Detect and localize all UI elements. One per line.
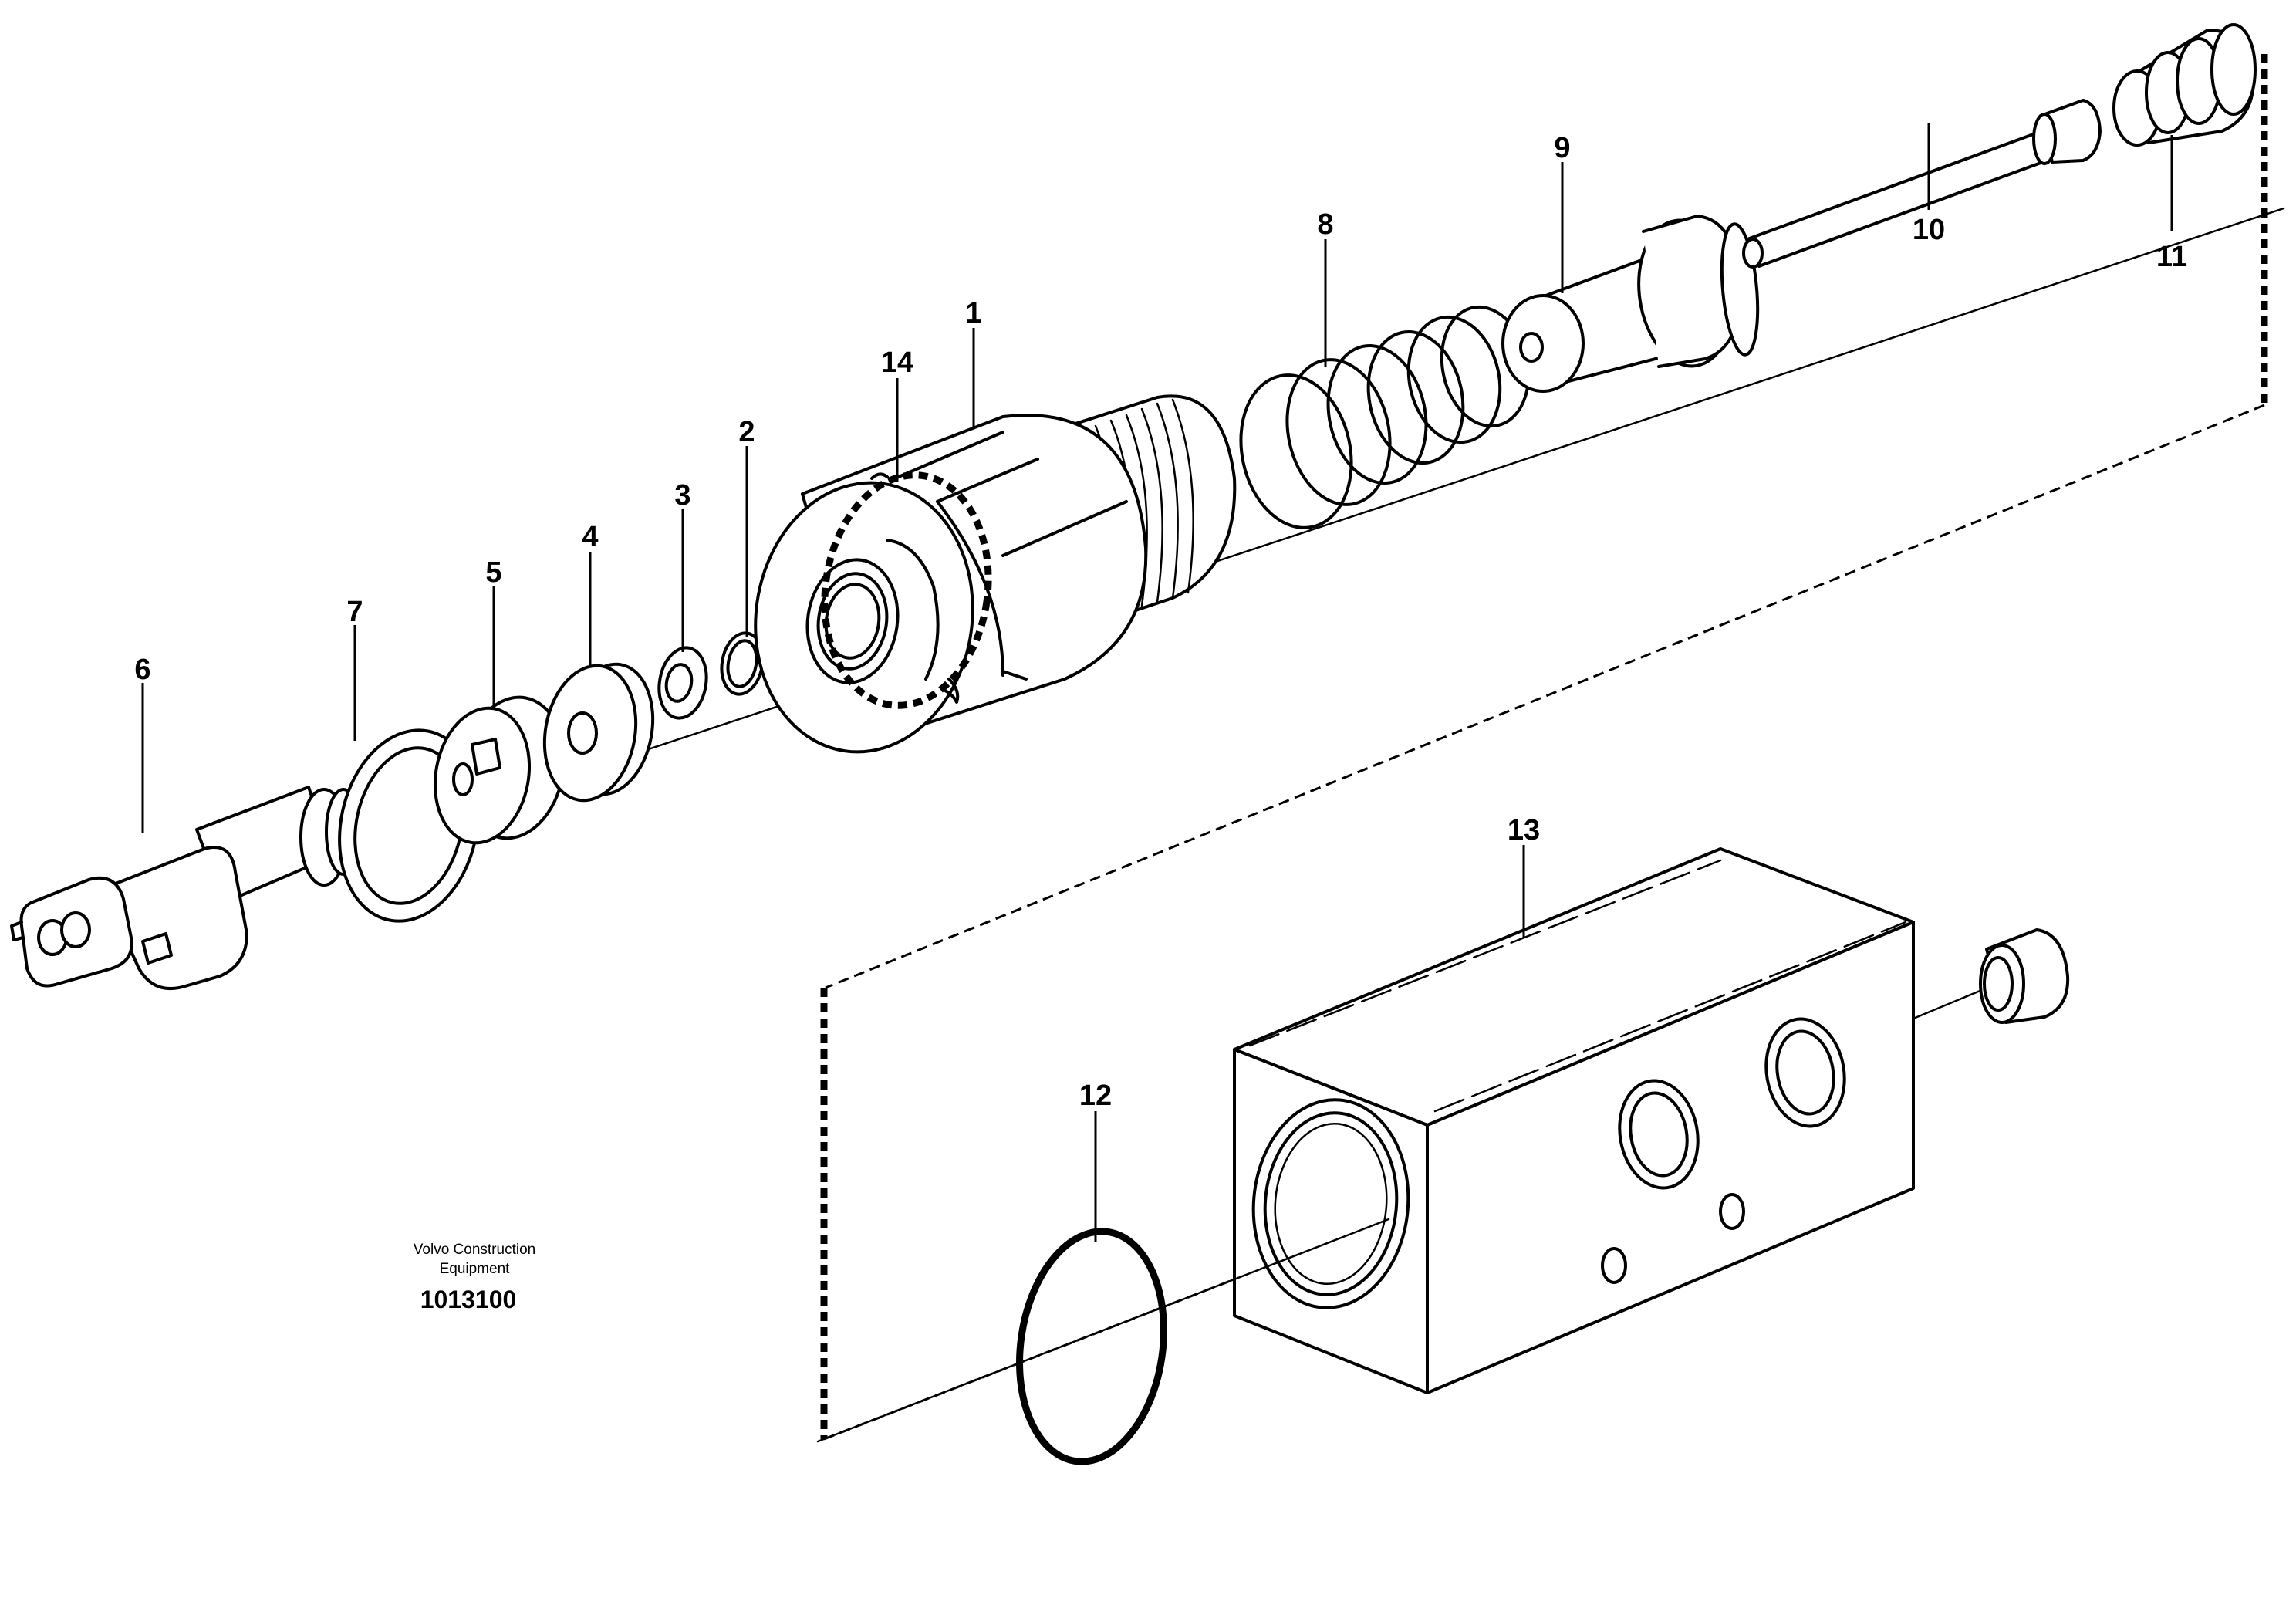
label-part-5: 5	[485, 556, 501, 589]
part-6-sensor-connector	[10, 786, 382, 991]
leader-lines	[141, 123, 2173, 1242]
label-part-1: 1	[965, 297, 981, 329]
company-name-line1: Volvo Construction	[414, 1242, 535, 1258]
part-9-piston	[1501, 215, 1760, 393]
label-part-2: 2	[738, 416, 755, 448]
part-1-valve-body	[754, 394, 1237, 754]
label-part-11: 11	[2156, 241, 2187, 273]
label-part-4: 4	[582, 521, 598, 553]
label-part-7: 7	[346, 596, 363, 628]
label-part-8: 8	[1317, 208, 1333, 241]
label-part-13: 13	[1508, 814, 1540, 846]
part-12-large-o-ring	[816, 1218, 1390, 1465]
part-5-slotted-bushing	[433, 695, 566, 845]
part-3-washer	[657, 646, 708, 720]
label-part-14: 14	[881, 346, 913, 379]
part-13-manifold-block	[1233, 847, 1915, 1394]
label-part-10: 10	[1913, 214, 1945, 246]
block-side-plug	[1912, 928, 2070, 1024]
part-11-end-plug	[2112, 23, 2257, 147]
part-4-poppet	[542, 662, 655, 803]
part-8-spring	[1239, 305, 1531, 529]
part-10-pin	[1742, 99, 2102, 269]
assembly-axis	[322, 207, 2285, 858]
label-part-6: 6	[134, 654, 150, 686]
drawing-footer: Volvo Construction Equipment 1013100	[414, 1242, 535, 1313]
drawing-number: 1013100	[420, 1286, 517, 1313]
label-part-3: 3	[674, 479, 690, 512]
placement-frame	[820, 54, 2268, 1441]
part-labels: 1 2 3 4 5 6 7 8 9 10 11 12 13 14	[134, 132, 2187, 1112]
company-name-line2: Equipment	[440, 1261, 511, 1277]
label-part-9: 9	[1554, 132, 1570, 164]
label-part-12: 12	[1079, 1080, 1112, 1112]
